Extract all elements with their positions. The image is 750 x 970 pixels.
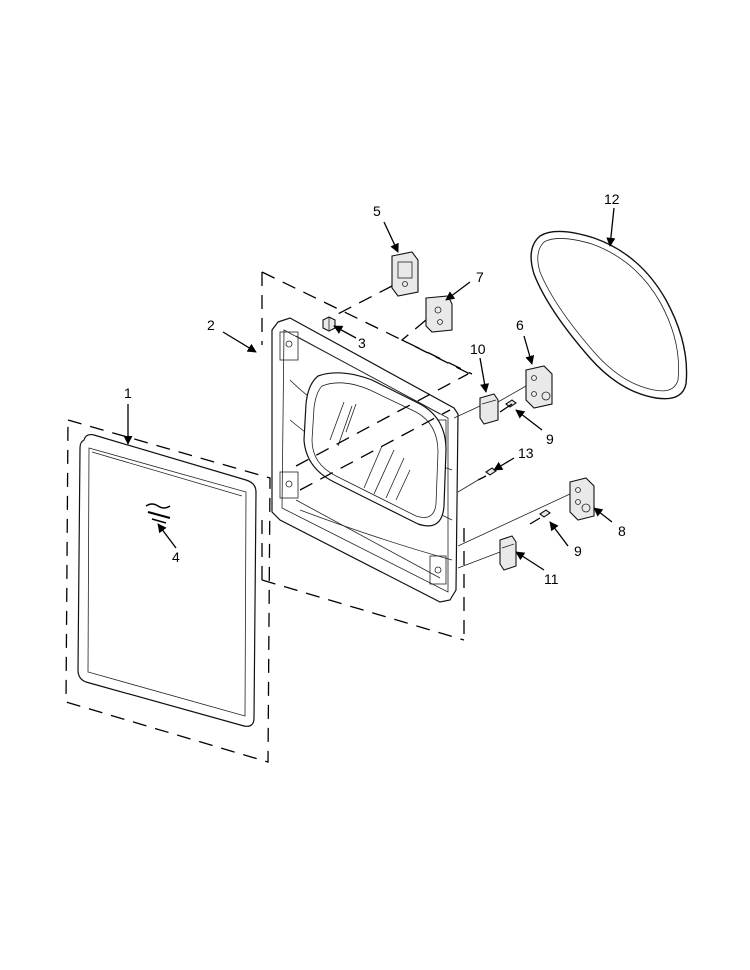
callout-8: 8: [618, 523, 626, 539]
front-panel: [77, 433, 257, 727]
callout-1: 1: [124, 385, 132, 401]
callout-2: 2: [207, 317, 215, 333]
screw-9-upper: [499, 399, 517, 413]
callout-labels: 1 2 3 4 5 6 7 8 9 9 10 11 12 13: [124, 191, 626, 587]
callout-10: 10: [470, 341, 486, 357]
callout-6: 6: [516, 317, 524, 333]
bracket-7: [400, 295, 471, 375]
hinge-plate-8: [457, 477, 595, 547]
hinge-bracket-5: [329, 251, 419, 319]
hinge-block-10: [453, 393, 499, 425]
callout-13: 13: [518, 445, 534, 461]
leader-lines: [123, 207, 616, 571]
callout-12: 12: [604, 191, 620, 207]
callout-11: 11: [544, 571, 559, 587]
callout-5: 5: [373, 203, 381, 219]
hinge-block-11: [457, 535, 517, 571]
screw-13: [457, 467, 497, 493]
door-gasket-12: [530, 230, 688, 400]
callout-4: 4: [172, 549, 180, 565]
logo-badge: [145, 503, 171, 524]
front-frame-group: [261, 271, 473, 641]
callout-9-upper: 9: [546, 431, 554, 447]
front-panel-group: [65, 419, 271, 763]
callout-9-lower: 9: [574, 543, 582, 559]
door-glass: [303, 372, 447, 527]
screw-9-lower: [529, 509, 551, 525]
hinge-plate-6: [497, 365, 553, 409]
callout-7: 7: [476, 269, 484, 285]
clip-3: [322, 316, 336, 332]
callout-3: 3: [358, 335, 366, 351]
